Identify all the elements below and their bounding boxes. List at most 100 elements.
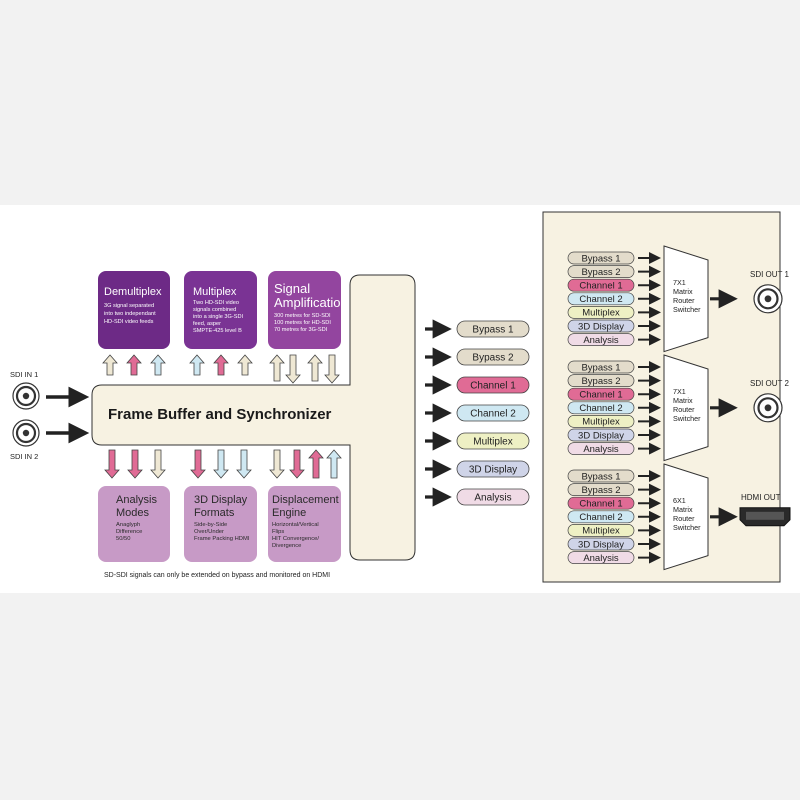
- router-input-pill: [567, 401, 635, 415]
- block-arrow: [307, 354, 323, 382]
- vertical-arrows-group: [102, 354, 342, 479]
- router-input-label: Bypass 2: [581, 376, 620, 387]
- block-arrow: [269, 354, 285, 382]
- 3d-display-formats-desc-line: Over/Under: [194, 529, 224, 535]
- diagram-canvas: Frame Buffer and Synchronizer SDI IN 1 S…: [0, 205, 800, 593]
- output-pill-label: Analysis: [474, 493, 511, 504]
- output-pill: [456, 348, 530, 366]
- router-input-pill: [567, 496, 635, 510]
- router-input-pill: [567, 374, 635, 387]
- sdi-out-label: SDI OUT 1: [750, 270, 790, 279]
- router-input-pill: [567, 442, 635, 455]
- block-arrow: [213, 354, 229, 376]
- router-input-label: Bypass 1: [581, 471, 620, 482]
- signal-amplification-title-line: Signal: [274, 281, 310, 296]
- block-arrow: [190, 449, 206, 479]
- sdi-in-2-connector-icon[interactable]: [12, 419, 40, 447]
- multiplex-desc-line: Two HD-SDI video: [193, 300, 239, 306]
- analysis-modes-title-line: Modes: [116, 507, 150, 519]
- router-input-pill: [567, 319, 635, 333]
- router-input-label: Multiplex: [582, 308, 620, 319]
- demultiplex-box-bg: [98, 271, 170, 349]
- router-label-line: Router: [673, 296, 695, 305]
- router-label-line: Switcher: [673, 305, 701, 314]
- output-pill: [456, 376, 530, 394]
- multiplex-title: Multiplex: [193, 286, 237, 298]
- router-input-label: Bypass 1: [581, 253, 620, 264]
- frame-buffer-block: [91, 274, 416, 561]
- router-input-label: Analysis: [583, 553, 619, 564]
- displacement-engine-desc-line: HIT Convergence/: [272, 536, 319, 542]
- router-input-pill: [567, 306, 635, 319]
- 3d-display-formats-box-bg: [184, 486, 257, 562]
- router-input-pill: [567, 510, 635, 524]
- analysis-modes-desc-line: 50/50: [116, 536, 131, 542]
- router-input-pill: [567, 278, 635, 292]
- hdmi-out-label: HDMI OUT: [741, 493, 781, 502]
- sdi-out-connector-icon[interactable]: [753, 284, 783, 314]
- router-input-pill: [567, 415, 635, 428]
- demultiplex-box: Demultiplex 3G signal separated into two…: [98, 271, 170, 349]
- router-input-label: 3D Display: [578, 430, 624, 441]
- block-arrow: [126, 354, 142, 376]
- router-input-label: Analysis: [583, 335, 619, 346]
- signal-flow-diagram: Frame Buffer and Synchronizer SDI IN 1 S…: [10, 211, 791, 583]
- block-arrow: [104, 449, 120, 479]
- router-input-label: Bypass 2: [581, 485, 620, 496]
- sdi-out-label: SDI OUT 2: [750, 379, 790, 388]
- block-arrow: [289, 449, 305, 479]
- router-label-line: Switcher: [673, 523, 701, 532]
- router-label-line: Router: [673, 514, 695, 523]
- router-label-line: Matrix: [673, 396, 693, 405]
- sdi-out-connector-icon[interactable]: [753, 393, 783, 423]
- block-arrow: [324, 354, 340, 384]
- sdi-in-1-label: SDI IN 1: [10, 370, 38, 379]
- analysis-modes-title-line: Analysis: [116, 494, 157, 506]
- block-arrow: [213, 449, 229, 479]
- router-input-pill: [567, 428, 635, 442]
- multiplex-desc-line: into a single 3G-SDI: [193, 314, 244, 320]
- output-pill-label: Channel 2: [470, 409, 516, 420]
- analysis-modes-desc: Anaglyph Difference 50/50: [116, 522, 144, 542]
- displacement-engine-box-bg: [268, 486, 341, 562]
- multiplex-desc-line: SMPTE-425 level B: [193, 328, 242, 334]
- router-input-pill: [567, 387, 635, 401]
- router-input-label: Channel 1: [579, 499, 622, 510]
- sdi-in-2-label: SDI IN 2: [10, 452, 38, 461]
- multiplex-desc: Two HD-SDI video signals combined into a…: [193, 300, 245, 334]
- block-arrow: [150, 354, 166, 376]
- router-label-line: 7X1: [673, 278, 686, 287]
- demultiplex-desc: 3G signal separated into two independant…: [104, 303, 157, 325]
- displacement-engine-desc-line: Horizontal/Vertical: [272, 522, 319, 528]
- signal-amplification-title: Signal Amplification: [274, 281, 348, 310]
- hdmi-out-connector-icon[interactable]: [739, 507, 791, 527]
- output-pill: [456, 432, 530, 450]
- router-label-line: 6X1: [673, 496, 686, 505]
- output-pill: [456, 460, 530, 478]
- displacement-engine-desc-line: Divergence: [272, 543, 301, 549]
- router-input-label: Multiplex: [582, 417, 620, 428]
- 3d-display-formats-title-line: Formats: [194, 507, 235, 519]
- sdi-in-1-connector-icon[interactable]: [12, 382, 40, 410]
- router-input-label: Multiplex: [582, 526, 620, 537]
- sdi-in-2-group: SDI IN 2: [10, 419, 90, 461]
- router-input-label: 3D Display: [578, 321, 624, 332]
- displacement-engine-title: Displacement Engine: [272, 494, 342, 519]
- 3d-display-formats-title-line: 3D Display: [194, 494, 248, 506]
- 3d-display-formats-title: 3D Display Formats: [194, 494, 250, 519]
- sdi-in-1-group: SDI IN 1: [10, 370, 90, 410]
- multiplex-desc-line: signals combined: [193, 307, 236, 313]
- block-arrow: [326, 449, 342, 479]
- signal-amplification-desc: 300 metres for SD-SDI 100 metres for HD-…: [274, 313, 332, 333]
- displacement-engine-title-line: Engine: [272, 507, 306, 519]
- router-label-line: Matrix: [673, 287, 693, 296]
- 3d-display-formats-box: 3D Display Formats Side-by-Side Over/Und…: [184, 486, 257, 562]
- output-pill: [456, 320, 530, 338]
- router-label-line: Router: [673, 405, 695, 414]
- matrix-router-switcher: [663, 354, 709, 462]
- matrix-router-switcher: [663, 463, 709, 571]
- signal-amplification-desc-line: 100 metres for HD-SDI: [274, 320, 331, 326]
- output-pill-label: Channel 1: [470, 381, 516, 392]
